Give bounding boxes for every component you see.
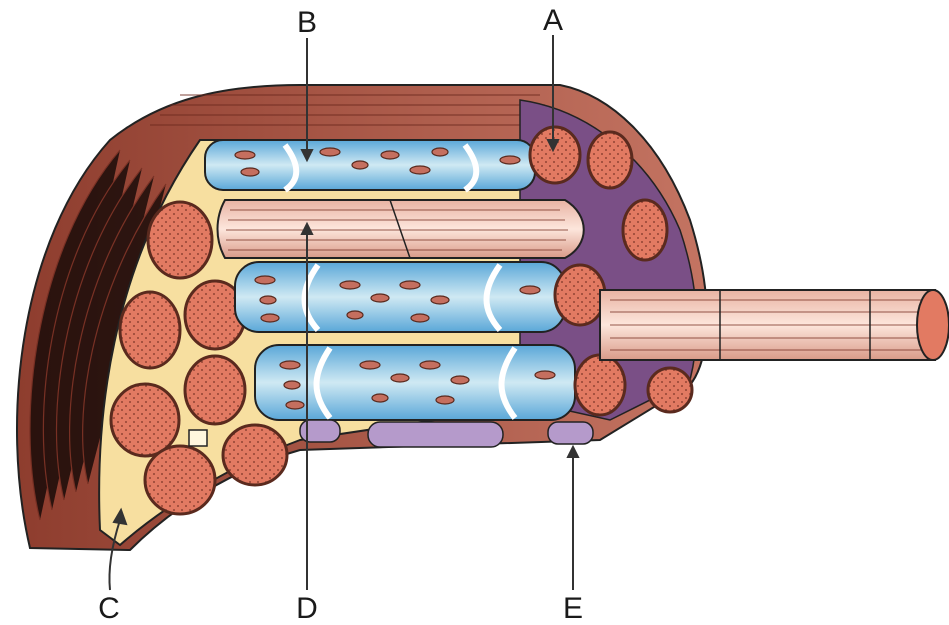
muscle-fiber-slab [218,200,584,258]
fascicle [145,446,215,514]
small-vessel [189,430,207,446]
arrowhead-e [568,447,578,457]
fascicle [111,384,179,456]
fascicle [185,356,245,424]
label-d: D [292,594,322,624]
fascicle [148,202,212,278]
fascicle [575,355,625,415]
extracted-fiber [600,290,949,360]
fascicle [530,127,580,183]
label-b: B [292,8,322,38]
fascicle [120,292,180,368]
fascicle [623,200,667,260]
fascicle [648,368,692,412]
label-e: E [558,594,588,624]
label-c: C [94,594,124,624]
fascicle [555,265,605,325]
label-a: A [538,6,568,36]
fascicle [223,425,287,485]
fascicle [588,132,632,188]
